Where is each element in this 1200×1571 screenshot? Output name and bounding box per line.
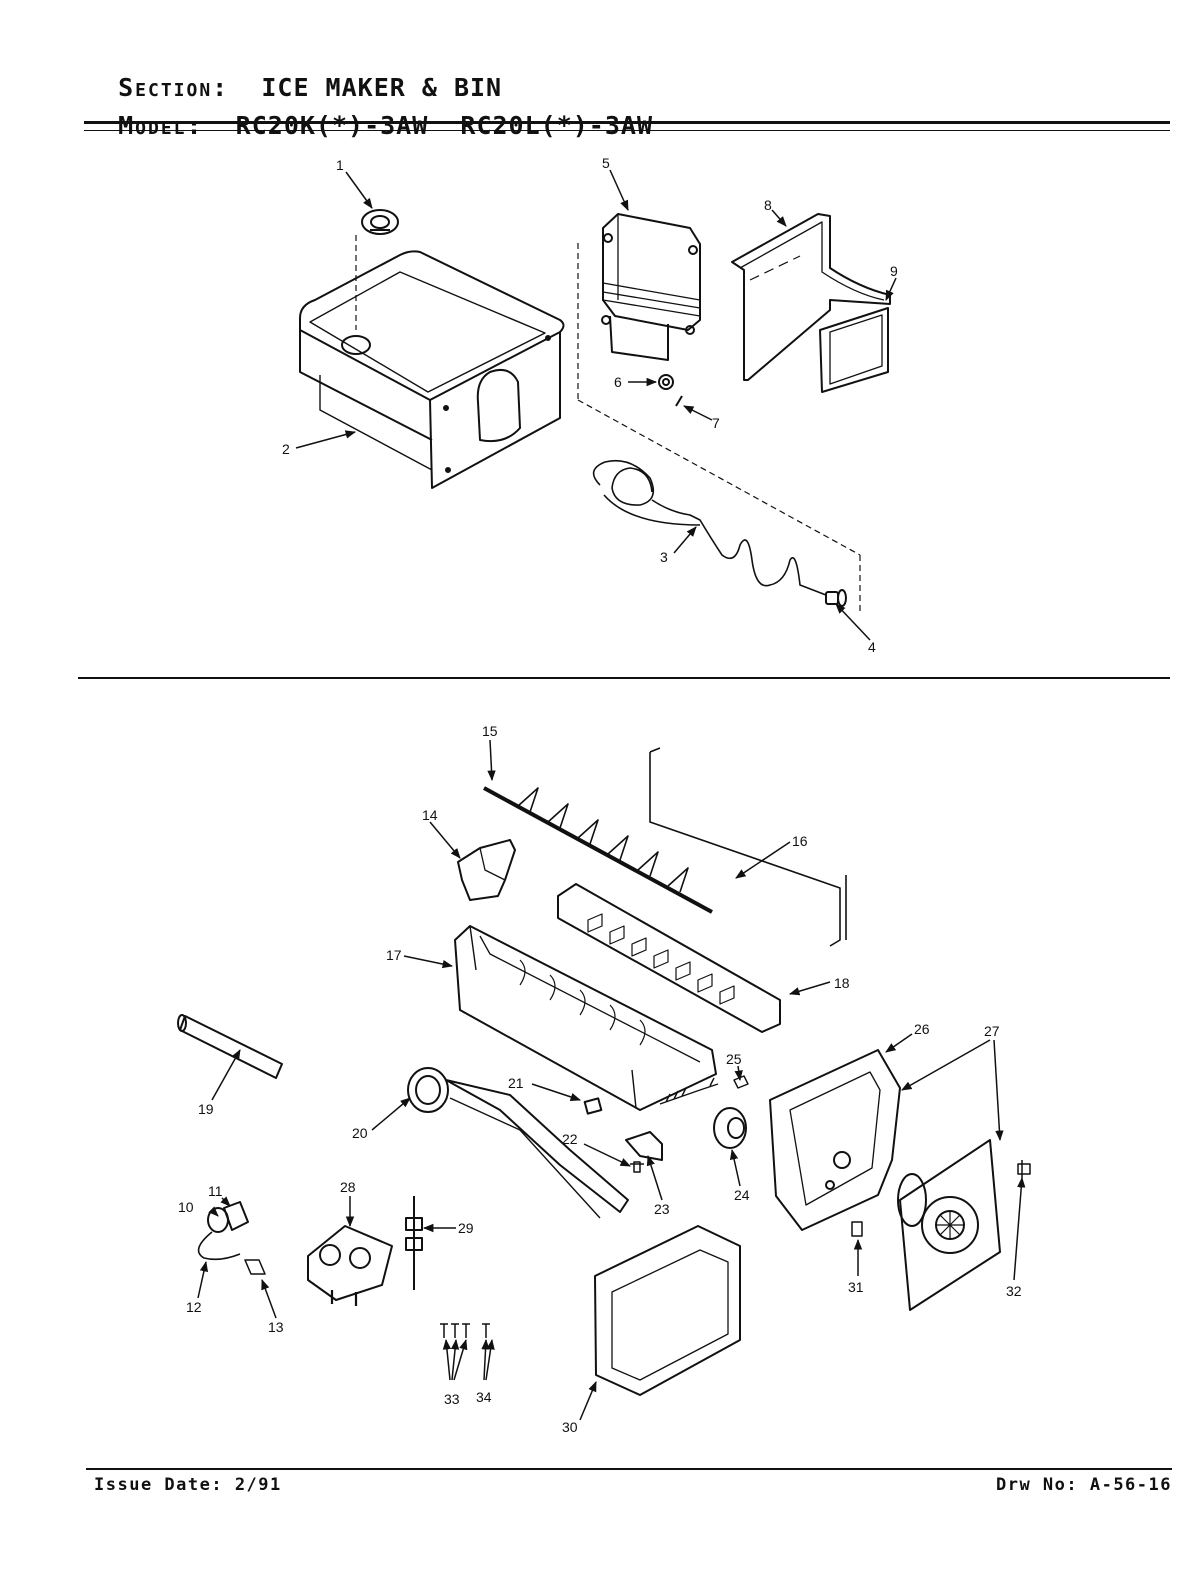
part-7-pin — [675, 395, 683, 407]
callout-5: 5 — [602, 155, 610, 171]
callout-32: 32 — [1006, 1283, 1022, 1299]
callout-9: 9 — [890, 263, 898, 279]
section-line: Section: ICE MAKER & BIN — [86, 44, 502, 102]
callout-29: 29 — [458, 1220, 474, 1236]
part-20-harness — [407, 1067, 629, 1219]
part-10-11-valve-coil — [207, 1201, 249, 1233]
callout-18: 18 — [834, 975, 850, 991]
part-17-mold — [454, 925, 717, 1111]
part-28-water-valve — [307, 1225, 393, 1306]
callout-30: 30 — [562, 1419, 578, 1435]
callout-12: 12 — [186, 1299, 202, 1315]
callout-33: 33 — [444, 1391, 460, 1407]
callout-23: 23 — [654, 1201, 670, 1217]
part-30-cover — [594, 1225, 741, 1396]
callout-6: 6 — [614, 374, 622, 390]
callout-15: 15 — [482, 723, 498, 739]
part-15-ejector — [483, 786, 713, 914]
callout-1: 1 — [336, 157, 344, 173]
part-12-wire — [197, 1231, 241, 1261]
callout-25: 25 — [726, 1051, 742, 1067]
callout-8: 8 — [764, 197, 772, 213]
header-rule-thin — [84, 130, 1170, 131]
model-key: Model: — [118, 111, 204, 140]
callout-13: 13 — [268, 1319, 284, 1335]
part-25-spring — [659, 1077, 719, 1105]
part-29-fitting — [405, 1196, 423, 1290]
section-divider — [78, 677, 1170, 679]
part-18-stripper — [557, 883, 781, 1033]
callout-4: 4 — [868, 639, 876, 655]
callout-2: 2 — [282, 441, 290, 457]
part-1-knob — [361, 209, 399, 235]
part-5-bracket — [601, 213, 701, 361]
callout-22: 22 — [562, 1131, 578, 1147]
callout-20: 20 — [352, 1125, 368, 1141]
callout-19: 19 — [198, 1101, 214, 1117]
part-23-bracket — [625, 1131, 663, 1161]
part-9-gasket — [819, 307, 889, 393]
header-rule-thick — [84, 121, 1170, 124]
callout-16: 16 — [792, 833, 808, 849]
issue-date: Issue Date: 2/91 — [94, 1475, 282, 1495]
callout-24: 24 — [734, 1187, 750, 1203]
part-21-clip — [583, 1097, 603, 1115]
callout-21: 21 — [508, 1075, 524, 1091]
callout-26: 26 — [914, 1021, 930, 1037]
callout-7: 7 — [712, 415, 720, 431]
footer-rule — [86, 1468, 1172, 1470]
part-3-wire — [592, 459, 827, 596]
callout-31: 31 — [848, 1279, 864, 1295]
callout-11: 11 — [208, 1183, 223, 1199]
part-19-tube — [177, 1014, 283, 1079]
callout-28: 28 — [340, 1179, 356, 1195]
callout-17: 17 — [386, 947, 402, 963]
part-13-terminal — [244, 1259, 266, 1275]
part-6-nut — [658, 374, 674, 390]
callout-14: 14 — [422, 807, 438, 823]
part-16-arm — [649, 747, 847, 947]
part-14-cover — [457, 839, 516, 901]
part-2-ice-bin — [299, 250, 565, 489]
part-31-clip — [851, 1221, 863, 1237]
part-24-motor — [713, 1107, 747, 1149]
part-33-34-screws — [440, 1323, 490, 1338]
part-8-duct — [731, 213, 891, 381]
part-4-grommet — [825, 589, 847, 607]
callout-3: 3 — [660, 549, 668, 565]
part-27-module — [897, 1139, 1001, 1311]
callout-10: 10 — [178, 1199, 194, 1215]
drawing-number: Drw No: A-56-16 — [995, 1475, 1172, 1495]
callout-34: 34 — [476, 1389, 492, 1405]
model-numbers: RC20K(*)-3AW RC20L(*)-3AW — [235, 111, 654, 140]
model-line: Model: RC20K(*)-3AW RC20L(*)-3AW — [86, 82, 653, 140]
callout-27: 27 — [984, 1023, 1000, 1039]
part-26-housing — [769, 1049, 901, 1231]
part-22-screw — [630, 1161, 644, 1173]
section-title: ICE MAKER & BIN — [261, 73, 503, 102]
section-key: Section: — [118, 73, 230, 102]
part-32-screw — [1017, 1160, 1031, 1178]
